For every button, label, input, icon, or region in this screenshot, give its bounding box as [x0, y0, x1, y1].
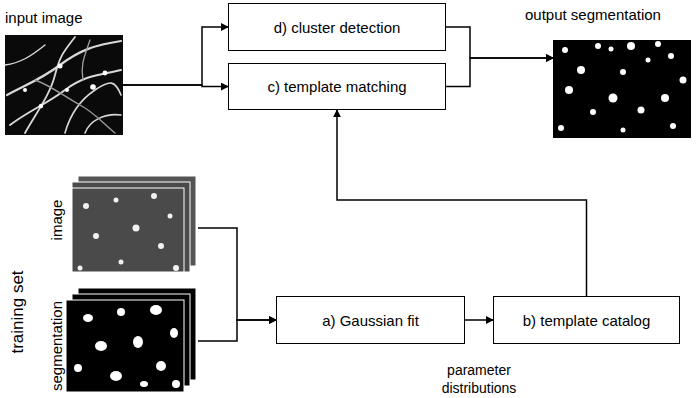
illustration-part	[35, 80, 115, 133]
illustration-part	[670, 123, 676, 129]
illustration-part	[5, 37, 121, 133]
illustration-part	[156, 361, 166, 371]
box-label: d) cluster detection	[274, 19, 401, 36]
illustration-part	[114, 198, 119, 203]
illustration-part	[577, 66, 585, 74]
illustration-part	[78, 193, 180, 271]
illustration-part	[609, 94, 618, 103]
process-box: a) Gaussian fit	[276, 296, 465, 344]
illustration-part	[590, 109, 596, 115]
training-segmentation-stack	[66, 288, 198, 394]
process-box: c) template matching	[228, 63, 446, 110]
image-panel: image	[66, 176, 198, 280]
illustration-part	[74, 364, 82, 372]
box-label: b) template catalog	[523, 312, 651, 329]
illustration-part	[627, 42, 635, 50]
box-label: c) template matching	[267, 78, 406, 95]
flow-arrow	[446, 27, 553, 58]
illustration-part	[661, 94, 669, 102]
process-box: b) template catalog	[493, 296, 680, 344]
illustration-part	[172, 380, 180, 388]
illustration-part	[82, 40, 90, 80]
flow-arrow	[123, 85, 228, 87]
illustration-part	[65, 88, 69, 92]
flow-arrow	[446, 58, 553, 87]
illustration-part	[595, 43, 601, 49]
flow-arrow	[337, 110, 587, 296]
flow-arrow	[123, 27, 228, 85]
illustration-part	[655, 41, 661, 47]
illustration-part	[66, 188, 184, 278]
illustration-part	[668, 53, 674, 59]
illustration-part	[95, 341, 107, 351]
illustration-part	[553, 40, 691, 138]
image-panel: input image	[5, 35, 123, 135]
illustration-part	[150, 305, 162, 315]
illustration-part	[65, 83, 121, 133]
illustration-part	[119, 260, 124, 265]
process-box: d) cluster detection	[228, 3, 446, 51]
illustration-part	[93, 233, 99, 239]
group-label: training set	[8, 270, 28, 353]
illustration-part	[66, 300, 184, 392]
stack-label: image	[48, 200, 65, 241]
edge-label: parameter distributions	[424, 362, 534, 397]
illustration-part	[25, 37, 75, 133]
segmentation-image	[553, 40, 691, 138]
illustration-part	[646, 58, 651, 63]
illustration-part	[562, 47, 568, 53]
illustration-part	[39, 104, 43, 108]
flow-arrow	[198, 320, 276, 341]
illustration-part	[117, 308, 125, 316]
illustration-part	[638, 107, 645, 114]
flow-arrow	[465, 319, 493, 321]
illustration-part	[558, 125, 564, 131]
illustration-part	[680, 77, 687, 84]
illustration-part	[85, 115, 121, 133]
illustration-part	[83, 314, 93, 322]
illustration-part	[78, 266, 83, 271]
illustration-part	[158, 243, 164, 249]
microscopy-image	[5, 35, 123, 135]
illustration-part	[168, 214, 173, 219]
image-panel: output segmentation	[553, 40, 691, 138]
illustration-part	[90, 84, 96, 90]
illustration-part	[5, 45, 45, 65]
flow-arrow	[198, 228, 276, 320]
illustration-part	[23, 64, 107, 109]
illustration-part	[173, 265, 179, 271]
illustration-part	[110, 371, 122, 381]
training-image-stack	[66, 176, 198, 280]
illustration-part	[83, 203, 89, 209]
illustration-part	[23, 88, 27, 92]
illustration-part	[609, 47, 614, 52]
image-panel: segmentation	[66, 288, 198, 394]
stack-label: segmentation	[48, 301, 65, 391]
box-label: a) Gaussian fit	[322, 312, 419, 329]
illustration-part	[558, 41, 687, 133]
illustration-part	[74, 305, 180, 388]
illustration-part	[103, 71, 108, 76]
illustration-part	[58, 64, 63, 69]
illustration-part	[170, 328, 178, 338]
illustration-part	[5, 35, 123, 135]
illustration-part	[72, 182, 190, 272]
illustration-part	[565, 86, 573, 94]
image-heading: input image	[5, 9, 83, 26]
illustration-part	[133, 225, 140, 232]
illustration-part	[620, 69, 626, 75]
illustration-part	[621, 128, 626, 133]
illustration-part	[140, 381, 148, 387]
illustration-part	[151, 193, 157, 199]
image-heading: output segmentation	[525, 6, 661, 23]
illustration-part	[133, 336, 143, 348]
illustration-part	[7, 41, 121, 95]
